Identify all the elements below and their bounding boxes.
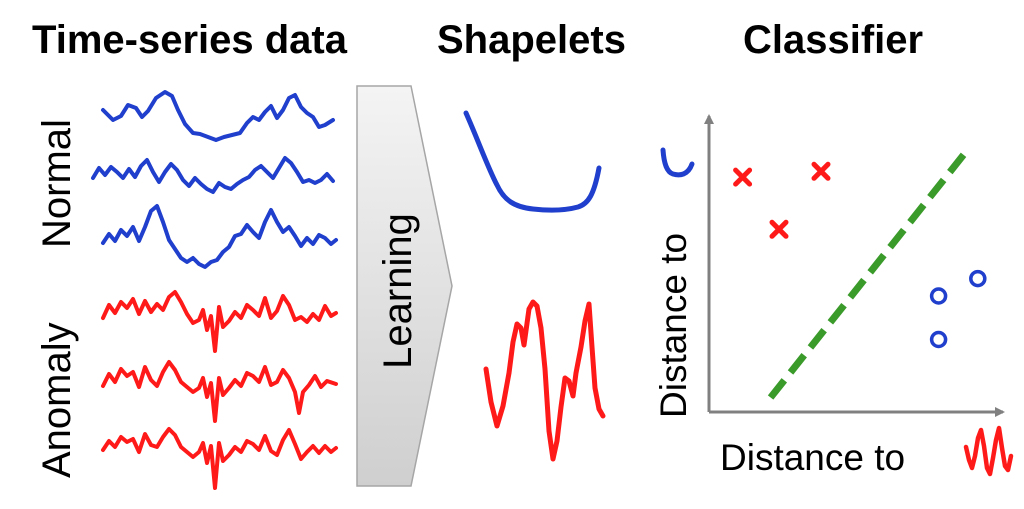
normal-point-2	[969, 269, 987, 288]
x-axis-shapelet-icon	[963, 425, 1014, 477]
normal-series-group	[91, 90, 338, 269]
shapelet-anomaly	[483, 299, 606, 462]
anomaly-series-1	[101, 290, 338, 353]
anomaly-series-2	[101, 360, 338, 423]
anomaly-series-3	[101, 427, 338, 490]
normal-point-1	[929, 287, 948, 305]
normal-series-3	[101, 204, 338, 269]
shapelet-normal	[463, 110, 602, 213]
anomaly-point-1	[733, 167, 753, 187]
anomaly-point-3	[769, 219, 789, 239]
decision-boundary	[767, 148, 970, 400]
heading-classifier: Classifier	[743, 18, 924, 62]
anomaly-point-2	[811, 161, 831, 181]
y-axis-shapelet-icon	[660, 147, 695, 178]
heading-shapelets: Shapelets	[437, 18, 626, 62]
y-axis-label: Distance to	[653, 233, 694, 418]
x-axis-label: Distance to	[720, 437, 905, 478]
normal-series-1	[101, 90, 335, 142]
heading-time-series-data: Time-series data	[32, 18, 347, 62]
learning-arrow	[356, 85, 453, 487]
normal-series-2	[91, 156, 335, 194]
scatter-layer	[733, 148, 987, 400]
learning-label: Learning	[376, 213, 420, 369]
normal-point-3	[929, 330, 948, 349]
anomaly-series-group	[101, 290, 338, 490]
